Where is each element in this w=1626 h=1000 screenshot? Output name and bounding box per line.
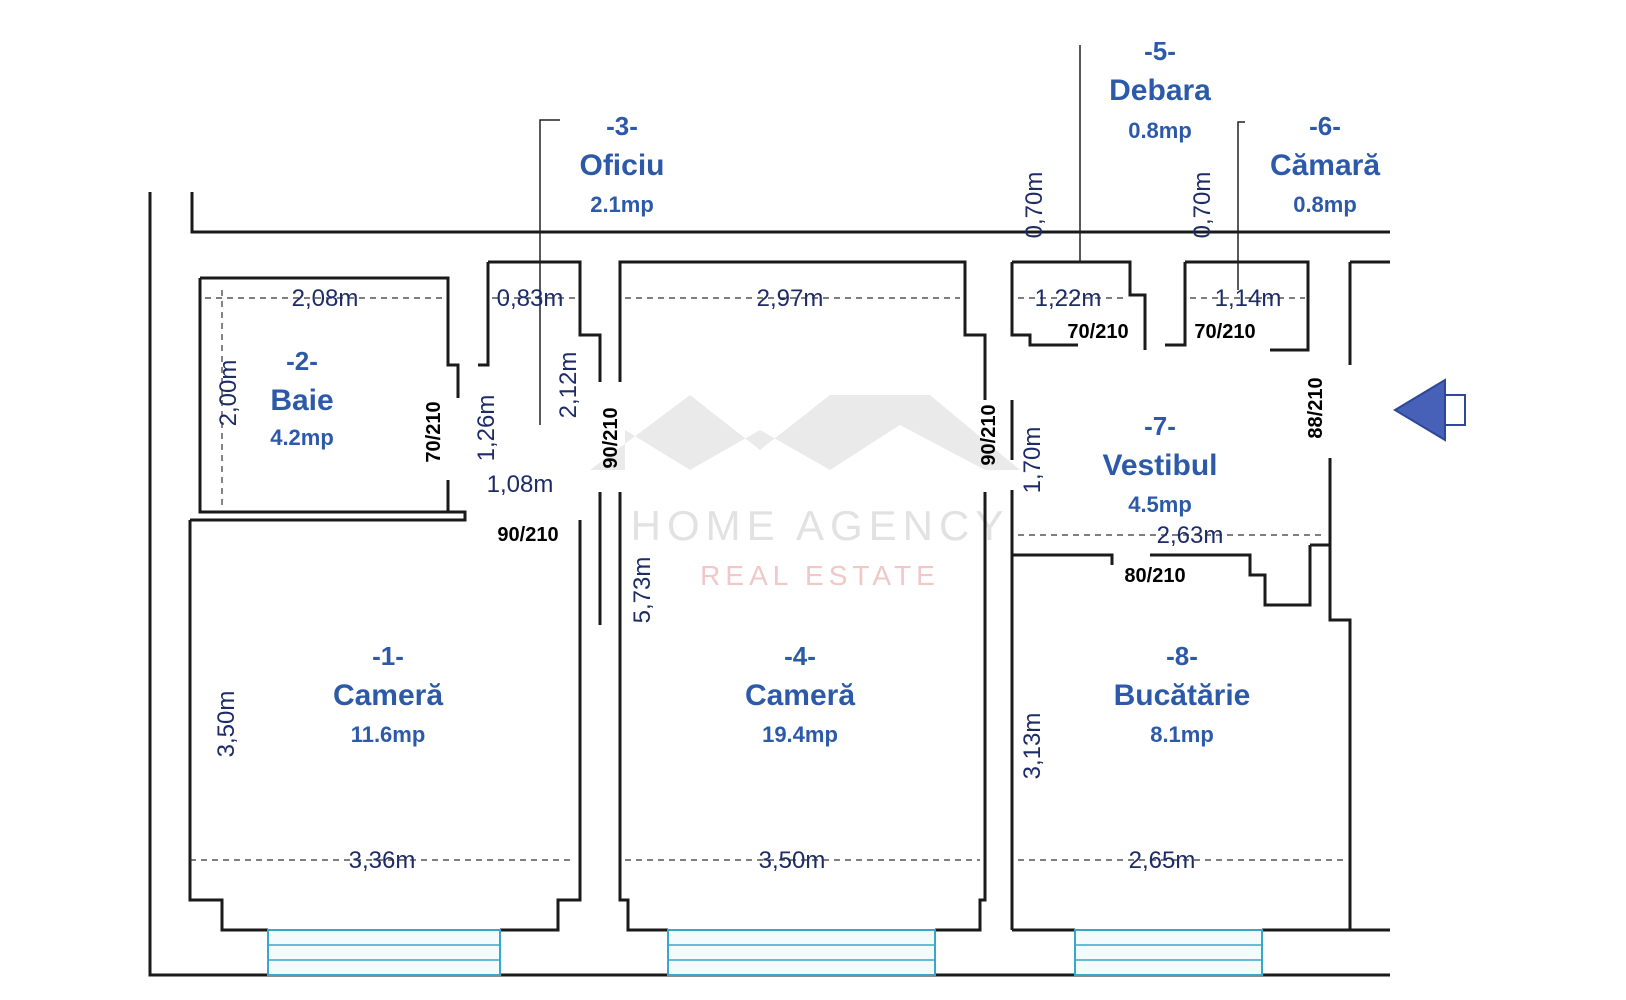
dim-camera1-height: 3,50m — [213, 691, 240, 758]
dim-vestibul-width: 2,63m — [1157, 522, 1224, 549]
dim-camera4-top: 2,97m — [757, 285, 824, 312]
dim-camera4-height: 5,73m — [629, 557, 656, 624]
window-bucatarie — [1074, 929, 1263, 976]
dim-vestibul-height: 1,70m — [1019, 427, 1046, 494]
room-area: 0.8mp — [1293, 192, 1357, 217]
walls — [148, 192, 1390, 977]
room-number: -4- — [784, 641, 816, 671]
door-entrance: 88/210 — [1305, 377, 1327, 438]
watermark: HOME AGENCY REAL ESTATE — [590, 395, 1020, 591]
door-camera4-right: 90/210 — [978, 404, 1000, 465]
watermark-line2: REAL ESTATE — [700, 560, 940, 591]
dim-camara-width: 1,14m — [1215, 285, 1282, 312]
room-baie: -2- Baie 4.2mp — [270, 346, 334, 450]
room-name: Vestibul — [1102, 449, 1217, 482]
door-bucatarie: 80/210 — [1124, 565, 1185, 587]
entrance-arrow-icon — [1393, 378, 1466, 442]
room-area: 4.5mp — [1128, 492, 1192, 517]
room-name: Cămară — [1270, 149, 1380, 182]
room-name: Cameră — [745, 679, 855, 712]
room-bucatarie: -8- Bucătărie 8.1mp — [1114, 641, 1251, 747]
door-debara: 70/210 — [1067, 321, 1128, 343]
door-oficiu: 90/210 — [497, 524, 558, 546]
windows — [267, 929, 1263, 976]
room-area: 0.8mp — [1128, 118, 1192, 143]
room-number: -5- — [1144, 36, 1176, 66]
dim-camera4-bottom: 3,50m — [759, 847, 826, 874]
dim-baie-width: 2,08m — [292, 285, 359, 312]
dim-debara-height: 0,70m — [1021, 172, 1048, 239]
dim-bucatarie-width: 2,65m — [1129, 847, 1196, 874]
room-area: 4.2mp — [270, 425, 334, 450]
room-area: 11.6mp — [351, 722, 426, 747]
window-camera1 — [267, 929, 501, 976]
room-debara: -5- Debara 0.8mp — [1109, 36, 1211, 143]
door-baie: 70/210 — [423, 401, 445, 462]
room-number: -1- — [372, 641, 404, 671]
room-name: Oficiu — [579, 149, 664, 182]
room-camara: -6- Cămară 0.8mp — [1270, 111, 1380, 217]
dim-camera1-width: 3,36m — [349, 847, 416, 874]
dim-camara-height: 0,70m — [1189, 172, 1216, 239]
dim-bucatarie-height: 3,13m — [1019, 713, 1046, 780]
dim-oficiu-bottom: 1,08m — [487, 471, 554, 498]
door-camera4-left: 90/210 — [600, 407, 622, 468]
room-area: 19.4mp — [762, 722, 838, 747]
dimension-labels: 2,08m 2,00m 0,83m 2,12m 1,26m 1,08m 2,97… — [213, 172, 1281, 874]
dim-baie-height: 2,00m — [215, 360, 242, 427]
room-area: 8.1mp — [1150, 722, 1214, 747]
room-area: 2.1mp — [590, 192, 654, 217]
room-name: Debara — [1109, 74, 1211, 107]
room-vestibul: -7- Vestibul 4.5mp — [1102, 411, 1217, 517]
door-labels: 70/210 90/210 90/210 90/210 70/210 70/21… — [423, 321, 1327, 587]
dim-oficiu-width: 0,83m — [497, 285, 564, 312]
room-name: Cameră — [333, 679, 443, 712]
window-camera4 — [667, 929, 936, 976]
door-camara: 70/210 — [1194, 321, 1255, 343]
dim-oficiu-mid: 1,26m — [473, 395, 500, 462]
watermark-logo-icon — [590, 395, 1020, 470]
leader-lines — [539, 45, 1245, 425]
dimension-lines — [190, 290, 1345, 861]
dim-oficiu-height: 2,12m — [555, 352, 582, 419]
room-name: Bucătărie — [1114, 679, 1251, 712]
watermark-line1: HOME AGENCY — [631, 502, 1010, 549]
room-number: -2- — [286, 346, 318, 376]
room-number: -7- — [1144, 411, 1176, 441]
room-oficiu: -3- Oficiu 2.1mp — [579, 111, 664, 217]
room-number: -8- — [1166, 641, 1198, 671]
room-number: -3- — [606, 111, 638, 141]
room-name: Baie — [270, 384, 333, 417]
room-camera1: -1- Cameră 11.6mp — [333, 641, 443, 747]
room-camera4: -4- Cameră 19.4mp — [745, 641, 855, 747]
dim-debara-width: 1,22m — [1035, 285, 1102, 312]
room-number: -6- — [1309, 111, 1341, 141]
